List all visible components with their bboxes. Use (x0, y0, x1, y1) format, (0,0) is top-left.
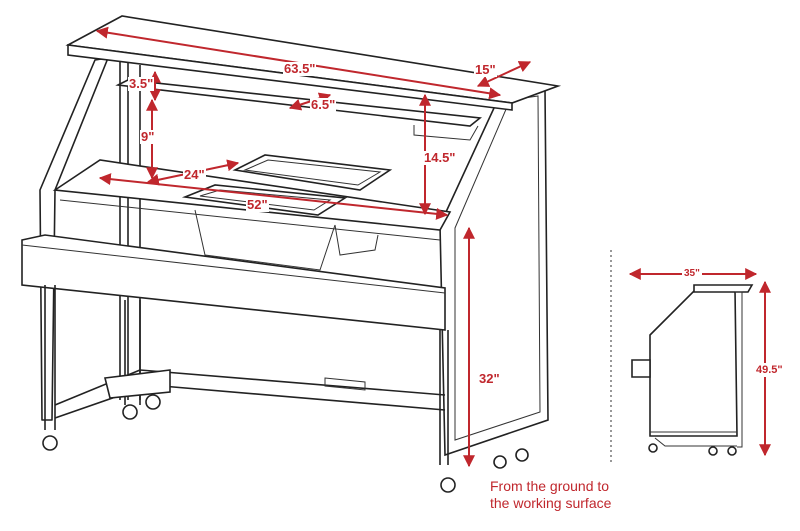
caster-wheels (42, 394, 529, 493)
dim-shelf-height: 9" (140, 129, 156, 144)
dim-shelf-gap: 3.5" (128, 76, 155, 91)
dim-top-depth: 15" (474, 62, 497, 77)
note-line-2: the working surface (490, 495, 612, 511)
dim-top-length: 63.5" (283, 61, 317, 76)
front-view-drawing (21, 15, 562, 493)
dim-work-height: 32" (478, 371, 501, 386)
dim-side-depth: 35" (683, 267, 701, 281)
dim-shelf-depth: 6.5" (310, 97, 337, 112)
dim-guard-height: 14.5" (423, 150, 457, 165)
dim-work-length: 52" (246, 197, 269, 212)
dim-side-height: 49.5" (755, 363, 784, 377)
side-view-drawing (628, 268, 771, 457)
dim-work-depth: 24" (183, 167, 206, 182)
note-line-1: From the ground to (490, 478, 610, 494)
